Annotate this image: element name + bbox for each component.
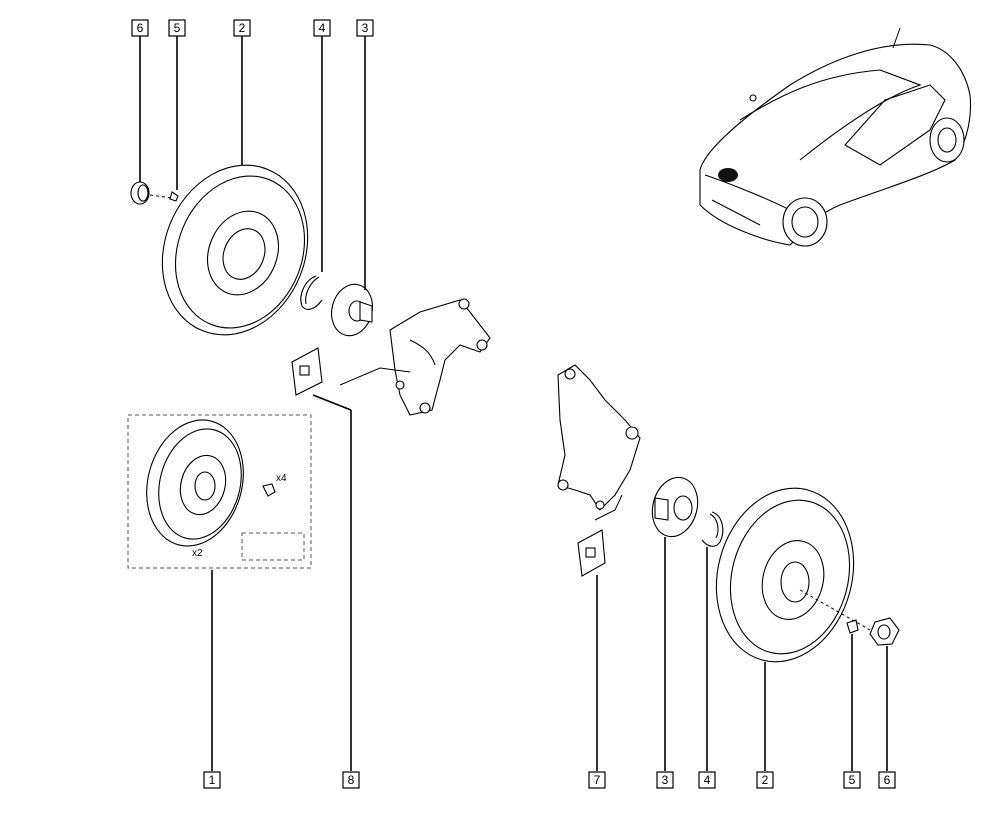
callout-left-5: 5	[168, 19, 186, 37]
callout-left-4: 4	[313, 19, 331, 37]
svg-text:1: 1	[209, 773, 216, 787]
svg-text:5: 5	[174, 21, 181, 35]
svg-text:2: 2	[762, 773, 769, 787]
svg-text:3: 3	[362, 21, 369, 35]
part-4-circlip-left	[300, 275, 323, 310]
part-1-brake-disc-kit: x2 x4	[127, 414, 312, 569]
part-5-screw-right	[846, 619, 859, 634]
callout-left-8: 8	[342, 771, 360, 789]
callout-right-4: 4	[698, 771, 716, 789]
callout-right-7: 7	[588, 771, 606, 789]
svg-text:3: 3	[662, 773, 669, 787]
svg-text:2: 2	[239, 21, 246, 35]
callout-right-5: 5	[843, 771, 861, 789]
part-2-brake-disc-right	[715, 487, 855, 663]
steering-knuckle-left	[389, 298, 491, 416]
svg-text:5: 5	[849, 773, 856, 787]
steering-knuckle-right	[557, 364, 641, 511]
part-7-splash-shield-right	[577, 529, 606, 577]
svg-text:6: 6	[137, 21, 144, 35]
callout-left-2: 2	[233, 19, 251, 37]
svg-text:7: 7	[594, 773, 601, 787]
kit-bolt-quantity: x4	[276, 473, 287, 484]
svg-text:8: 8	[348, 773, 355, 787]
callout-left-6: 6	[131, 19, 149, 37]
part-8-splash-shield-left	[291, 347, 323, 396]
callout-left-1: 1	[203, 771, 221, 789]
part-6-hub-nut-right	[869, 617, 900, 646]
kit-disc-quantity: x2	[192, 548, 203, 559]
part-4-circlip-right	[701, 511, 724, 547]
callout-right-2: 2	[756, 771, 774, 789]
part-3-hub-bearing-right	[651, 476, 699, 538]
svg-text:4: 4	[704, 773, 711, 787]
part-6-hub-cap-left	[130, 181, 150, 205]
part-5-screw-left	[169, 191, 179, 202]
part-2-brake-disc-left	[161, 164, 309, 336]
svg-text:4: 4	[319, 21, 326, 35]
callout-right-3: 3	[656, 771, 674, 789]
callout-right-6: 6	[878, 771, 896, 789]
svg-text:6: 6	[884, 773, 891, 787]
part-3-hub-bearing-left	[330, 283, 374, 337]
callout-left-3: 3	[356, 19, 374, 37]
car-locator-icon	[699, 27, 971, 247]
